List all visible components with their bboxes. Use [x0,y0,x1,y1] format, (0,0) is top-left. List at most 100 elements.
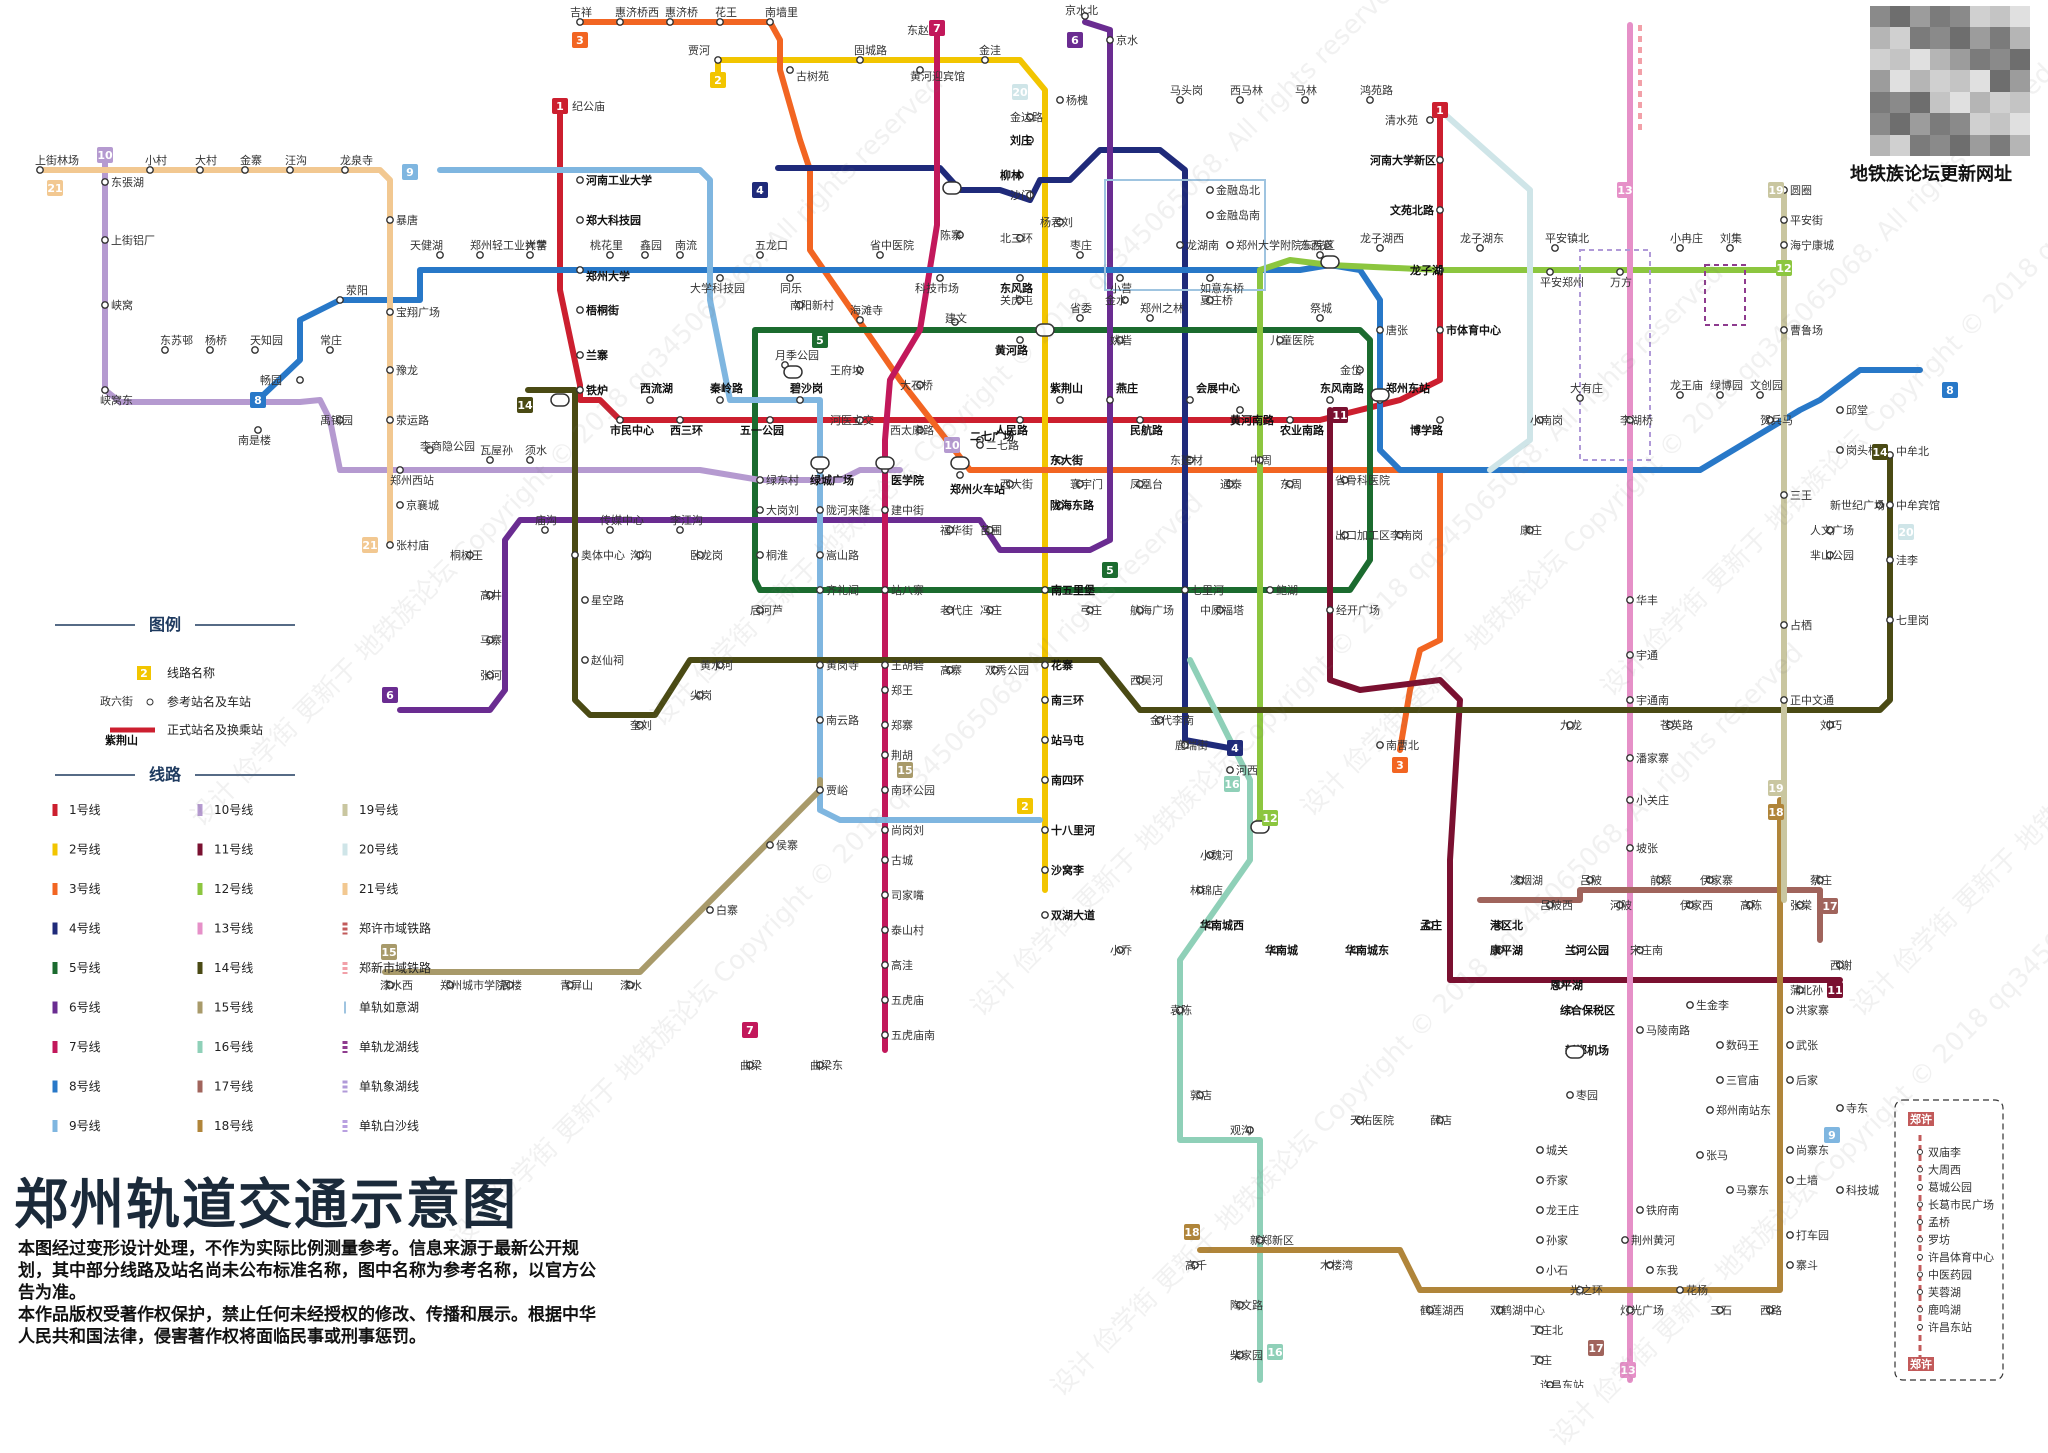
station-sta_305[interactable]: 伊家寨 [1700,873,1733,887]
station-sta_145[interactable]: 东周 [1280,478,1302,491]
station-sta_198[interactable]: 奥体中心 [571,548,625,562]
station-sta_59[interactable]: 上街铝厂 [101,233,155,247]
station-sta_122[interactable]: 建文 [945,311,967,326]
station-sta_326[interactable]: 科技城 [1836,1183,1879,1197]
station-sta_39[interactable]: 紫荆山 [1050,381,1083,404]
station-sta_265[interactable]: 陶文路 [1230,1298,1263,1312]
station-sta_161[interactable]: 岗头桥 [1836,444,1879,457]
station-sta_196[interactable]: 马寨 [480,633,502,647]
station-sta_115[interactable]: 金融岛北 [1206,183,1260,197]
station-sta_239[interactable]: 白寨 [706,903,738,917]
station-sta_342[interactable]: 小石 [1536,1264,1568,1277]
station-sta_245[interactable]: 奎刘 [630,718,652,732]
station-sta_202[interactable]: 赵仙祠 [581,653,624,667]
station-sta_258[interactable]: 袁陈 [1170,1003,1192,1017]
line-14-badge[interactable]: 14 [1872,444,1888,460]
station-sta_220[interactable]: 港区北 [1490,918,1523,932]
station-sta_336[interactable]: 马寨东 [1726,1183,1769,1197]
station-sta_304[interactable]: 前蔡 [1650,873,1672,887]
station-sta_312[interactable]: 河陂 [1610,898,1632,912]
station-sta_110[interactable]: 刘庄 [1010,133,1034,147]
station-sta_9[interactable]: 黄河迎宾馆 [910,66,965,83]
station-sta_45[interactable]: 东风南路 [1320,381,1365,404]
interchange-marker[interactable] [942,181,962,195]
station-sta_233[interactable]: 高洼 [881,958,913,972]
station-sta_193[interactable]: 李江沟 [670,513,703,534]
station-sta_266[interactable]: 柴家园 [1230,1348,1263,1362]
line-19-badge[interactable]: 19 [1768,182,1784,198]
station-sta_71[interactable]: 瓦屋孙 [480,444,513,464]
station-sta_43[interactable]: 黄河南路 [1230,406,1275,427]
station-sta_264[interactable]: 木楼湾 [1320,1258,1353,1272]
station-sta_79[interactable]: 暴唐 [386,213,418,227]
station-sta_313[interactable]: 伊家西 [1680,898,1713,912]
station-sta_86[interactable]: 大学科技园 [690,274,745,295]
station-sta_58[interactable]: 东張湖 [101,176,144,189]
station-sta_89[interactable]: 科技市场 [915,274,959,295]
station-sta_92[interactable]: 黄河路 [995,336,1029,357]
station-sta_227[interactable]: 贾峪 [816,784,848,797]
station-sta_243[interactable]: 郑州城市学院 [440,978,506,992]
station-sta_51[interactable]: 河南大学新区 [1370,153,1444,167]
station-sta_185[interactable]: 中原福塔 [1200,603,1244,617]
station-sta_192[interactable]: 传媒中心 [600,514,644,534]
station-sta_276[interactable]: 许昌东站 [1540,1378,1584,1388]
station-sta_63[interactable]: 天知园 [250,333,283,354]
station-sta_309[interactable]: 吕陂 [1580,873,1602,887]
station-sta_285[interactable]: 宇通南 [1626,694,1669,707]
station-sta_249[interactable]: 荆胡 [881,748,913,762]
station-sta_124[interactable]: 姚砦 [1110,333,1132,347]
station-sta_338[interactable]: 荆州黄河 [1621,1233,1675,1247]
station-sta_201[interactable]: 星空路 [581,593,624,607]
interchange-marker[interactable] [550,393,570,407]
station-sta_131[interactable]: 唐张 [1376,323,1408,337]
station-sta_164[interactable]: 新世纪广场 [1830,498,1885,512]
station-sta_251[interactable]: 金代李南 [1150,713,1194,727]
station-sta_1[interactable]: 吉祥 [570,5,592,26]
station-sta_47[interactable]: 博学路 [1410,416,1444,437]
station-sta_157[interactable]: 绿博园 [1710,378,1743,399]
station-sta_143[interactable]: 凤凰台 [1130,477,1163,491]
line-14-badge[interactable]: 14 [517,397,533,413]
line-4-badge[interactable]: 4 [1227,740,1243,756]
station-sta_330[interactable]: 生金李 [1686,998,1729,1012]
station-sta_141[interactable]: 陇海东路 [1050,498,1095,512]
line-9-badge[interactable]: 9 [1824,1127,1840,1143]
station-sta_324[interactable]: 尚寨东 [1786,1143,1829,1157]
station-sta_268[interactable]: 鹤莲湖西 [1420,1303,1464,1317]
station-sta_16[interactable]: 西马林 [1230,83,1263,104]
station-sta_329[interactable]: 枣园 [1566,1089,1598,1102]
station-sta_22[interactable]: 河南工业大学 [576,173,652,187]
station-sta_321[interactable]: 武张 [1786,1039,1818,1052]
station-sta_171[interactable]: 后河芦 [750,604,783,617]
line-1-badge[interactable]: 1 [1432,102,1448,118]
line-3-badge[interactable]: 3 [572,32,588,48]
station-sta_216[interactable]: 华南城西 [1200,918,1244,932]
station-sta_215[interactable]: 小乔 [1110,944,1132,957]
line-4-badge[interactable]: 4 [752,182,768,198]
station-sta_341[interactable]: 孙家 [1536,1233,1568,1247]
station-sta_116[interactable]: 金融岛南 [1206,208,1260,222]
station-sta_140[interactable]: 西大街 [1000,477,1033,491]
station-sta_271[interactable]: 灯光广场 [1620,1303,1664,1317]
station-sta_7[interactable]: 古树苑 [786,66,829,83]
station-sta_250[interactable]: 西吴河 [1130,674,1163,687]
line-6-badge[interactable]: 6 [382,687,398,703]
station-sta_146[interactable]: 东建材 [1170,453,1203,467]
station-sta_293[interactable]: 海宁康城 [1780,238,1834,252]
line-8-badge[interactable]: 8 [1942,382,1958,398]
station-sta_332[interactable]: 数码王 [1716,1039,1759,1052]
line-20-badge[interactable]: 20 [1012,84,1028,100]
station-sta_236[interactable]: 曲梁 [740,1058,762,1072]
station-sta_111[interactable]: 金达路 [1010,110,1043,124]
station-sta_174[interactable]: 福华街 [940,523,973,537]
station-sta_88[interactable]: 同乐 [780,274,802,295]
station-sta_149[interactable]: 省骨科医院 [1335,473,1390,487]
station-sta_170[interactable]: 桐淮 [756,548,788,562]
station-sta_199[interactable]: 沟沟 [630,549,652,562]
station-sta_270[interactable]: 光之环 [1570,1283,1603,1297]
line-15-badge[interactable]: 15 [381,944,397,960]
station-sta_280[interactable]: 华丰 [1626,593,1658,607]
station-sta_195[interactable]: 高井 [480,588,502,602]
interchange-marker[interactable] [1035,323,1055,337]
